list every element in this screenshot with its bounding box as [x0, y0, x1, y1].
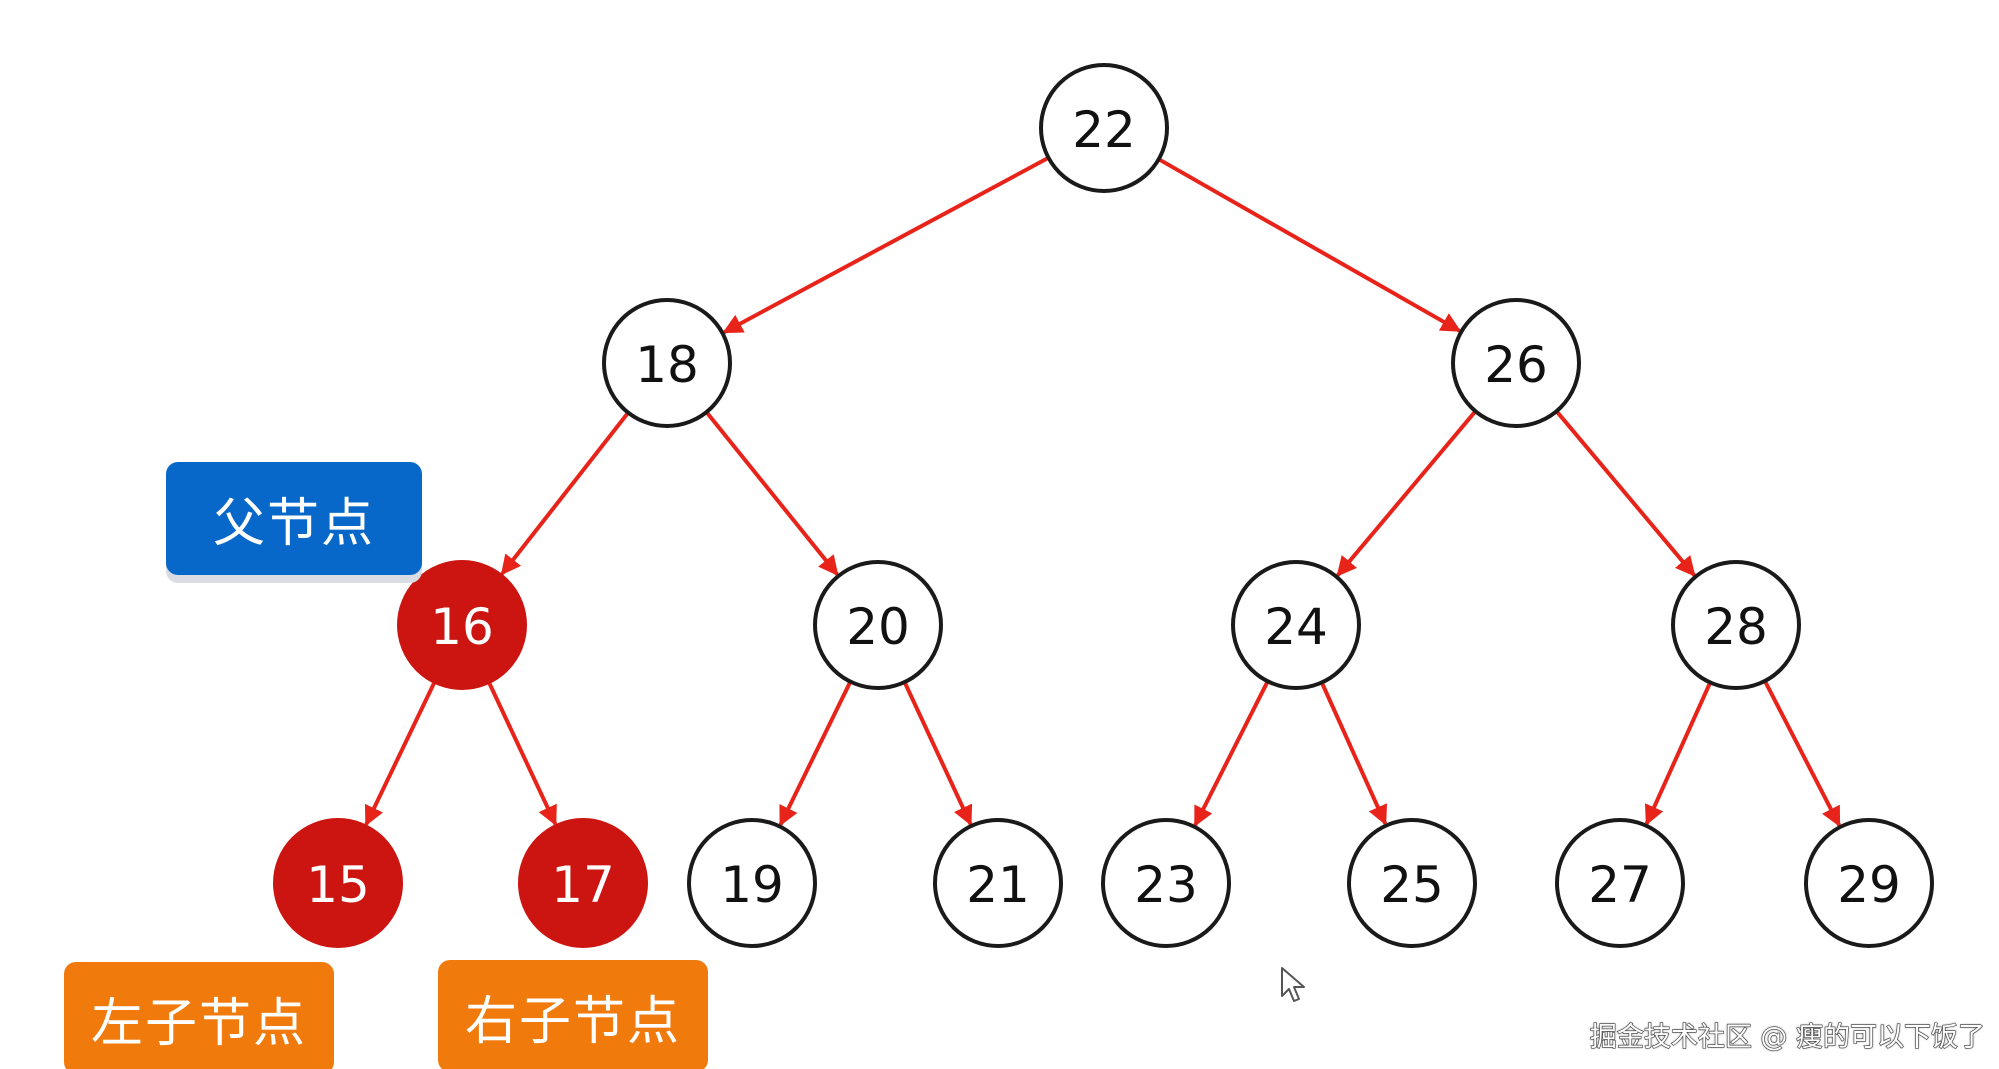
edge-20-to-21	[902, 681, 973, 826]
tree-node-22: 22	[1039, 63, 1169, 193]
edge-28-to-29	[1763, 680, 1841, 827]
tree-node-17: 17	[518, 818, 648, 948]
tree-node-23: 23	[1101, 818, 1231, 948]
watermark: 掘金技术社区 @ 瘦的可以下饭了	[1589, 1021, 1985, 1053]
edge-26-to-24	[1336, 409, 1478, 577]
tree-node-19: 19	[687, 818, 817, 948]
node-circle	[1555, 818, 1685, 948]
node-circle	[518, 818, 648, 948]
nodes-layer: 22 18 26 16 20 24 28 15 17 19 21 23 25 27 29	[273, 63, 1934, 948]
node-circle	[1451, 298, 1581, 428]
tree-node-25: 25	[1347, 818, 1477, 948]
node-label: 15	[306, 856, 370, 914]
node-circle	[933, 818, 1063, 948]
parent-node-tag: 父节点	[166, 462, 422, 575]
edge-24-to-23	[1193, 680, 1270, 827]
node-circle	[1347, 818, 1477, 948]
edge-26-to-28	[1554, 409, 1696, 577]
tree-node-26: 26	[1451, 298, 1581, 428]
edge-18-to-20	[704, 410, 839, 576]
edge-16-to-17	[486, 681, 558, 827]
edge-22-to-18	[722, 156, 1050, 334]
node-label: 26	[1484, 336, 1548, 394]
node-circle	[1231, 560, 1361, 690]
tree-node-20: 20	[813, 560, 943, 690]
tree-node-24: 24	[1231, 560, 1361, 690]
node-circle	[813, 560, 943, 690]
tree-node-15: 15	[273, 818, 403, 948]
node-circle	[1804, 818, 1934, 948]
left-child-node-tag: 左子节点	[64, 962, 334, 1069]
node-circle	[397, 560, 527, 690]
edge-22-to-26	[1157, 157, 1462, 333]
node-label: 28	[1704, 598, 1768, 656]
node-label: 27	[1588, 856, 1652, 914]
node-circle	[1039, 63, 1169, 193]
node-label: 25	[1380, 856, 1444, 914]
node-label: 21	[966, 856, 1030, 914]
edge-24-to-25	[1319, 681, 1388, 826]
tree-node-28: 28	[1671, 560, 1801, 690]
mouse-pointer-icon	[1281, 967, 1305, 1002]
node-label: 19	[720, 856, 784, 914]
node-circle	[1671, 560, 1801, 690]
node-circle	[273, 818, 403, 948]
node-label: 24	[1264, 598, 1328, 656]
tree-node-27: 27	[1555, 818, 1685, 948]
tree-node-18: 18	[602, 298, 732, 428]
tree-node-21: 21	[933, 818, 1063, 948]
node-circle	[687, 818, 817, 948]
node-label: 17	[551, 856, 615, 914]
edge-16-to-15	[364, 680, 437, 827]
tree-node-16: 16	[397, 560, 527, 690]
node-circle	[1101, 818, 1231, 948]
tree-node-29: 29	[1804, 818, 1934, 948]
edge-20-to-19	[778, 680, 853, 827]
node-label: 23	[1134, 856, 1198, 914]
node-label: 20	[846, 598, 910, 656]
node-label: 22	[1072, 101, 1136, 159]
node-circle	[602, 298, 732, 428]
edge-28-to-27	[1644, 681, 1713, 826]
node-label: 29	[1837, 856, 1901, 914]
edges-layer	[364, 156, 1841, 827]
edge-18-to-16	[500, 411, 630, 576]
node-label: 18	[635, 336, 699, 394]
node-label: 16	[430, 598, 494, 656]
right-child-node-tag: 右子节点	[438, 960, 708, 1069]
